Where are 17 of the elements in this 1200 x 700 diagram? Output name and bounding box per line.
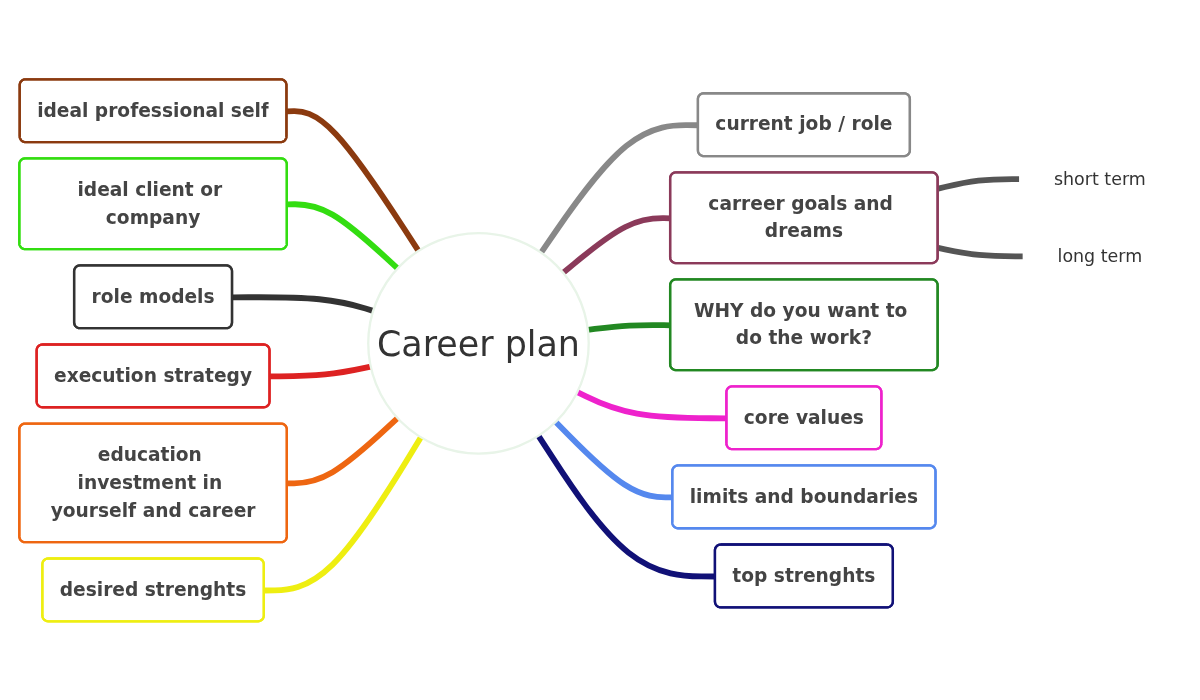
node-text: long term — [1057, 245, 1143, 267]
connector-line — [553, 419, 673, 501]
connector-line — [576, 389, 727, 421]
connector-line — [937, 175, 1020, 192]
connector-line — [937, 244, 1023, 259]
connector-line — [587, 321, 671, 333]
connector-line — [536, 433, 716, 580]
node-circle: Career plan — [367, 231, 590, 455]
connector-line — [561, 214, 671, 275]
connector-line — [287, 108, 421, 253]
node-text: short term — [1053, 167, 1146, 189]
connector-line — [232, 294, 374, 314]
connector-line — [538, 121, 699, 254]
connector-line — [264, 435, 424, 594]
connector-line — [287, 415, 400, 487]
connector-line — [270, 363, 372, 380]
connector-line — [287, 201, 400, 271]
